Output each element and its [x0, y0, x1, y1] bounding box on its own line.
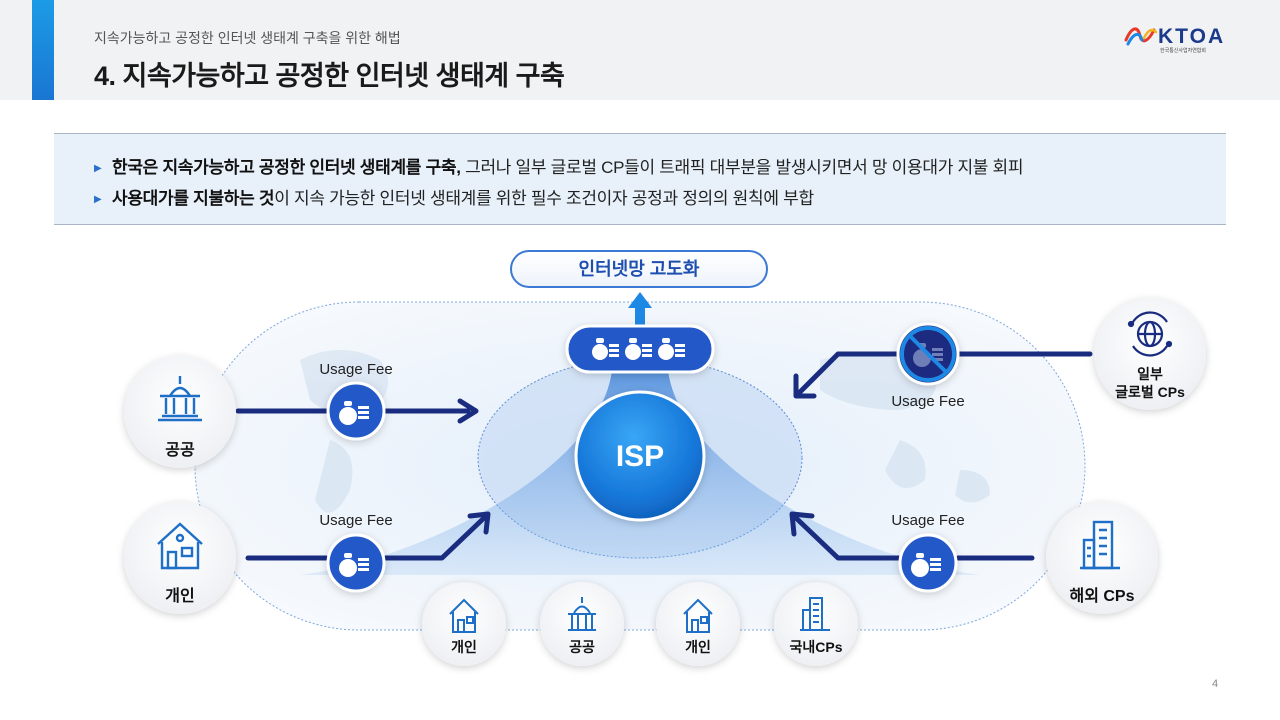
ktoa-logo-icon	[1124, 27, 1158, 46]
node-global-cps	[1094, 298, 1206, 410]
global-cps-arrow-head	[793, 373, 817, 399]
summary-bullet-2: ▶ 사용대가를 지불하는 것이 지속 가능한 인터넷 생태계를 위한 필수 조건이…	[94, 184, 814, 209]
ktoa-logo: KTOA 한국통신사업자연합회	[1124, 24, 1252, 56]
node-individual	[124, 502, 236, 614]
node-individual-label: 개인	[165, 588, 195, 605]
slide-header: 지속가능하고 공정한 인터넷 생태계 구축을 위한 해법 4. 지속가능하고 공…	[0, 0, 1280, 100]
house-icon	[683, 598, 713, 633]
fee-badge-global-blocked	[896, 322, 960, 386]
usage-fee-label-individual: Usage Fee	[319, 512, 393, 529]
bottom-node-label-1: 개인	[451, 639, 477, 655]
summary-bullet-1: ▶ 한국은 지속가능하고 공정한 인터넷 생태계를 구축, 그러나 일부 글로벌 …	[94, 153, 1024, 178]
bullet-2-bold: 사용대가를 지불하는 것	[112, 189, 275, 208]
world-map-decoration	[300, 350, 990, 513]
network-upgrade-box: 인터넷망 고도화	[510, 250, 768, 288]
isp-circle	[574, 390, 706, 522]
node-public	[124, 356, 236, 468]
summary-box: ▶ 한국은 지속가능하고 공정한 인터넷 생태계를 구축, 그러나 일부 글로벌 …	[54, 133, 1226, 225]
page-number: 4	[1212, 678, 1219, 690]
bottom-node-label-3: 개인	[685, 639, 711, 655]
fee-badge-overseas	[898, 533, 958, 593]
isp-label: ISP	[615, 440, 665, 473]
house-icon	[449, 598, 479, 633]
fee-badge-individual	[326, 533, 386, 593]
bullet-2-text: 이 지속 가능한 인터넷 생태계를 위한 필수 조건이자 공정과 정의의 원칙에…	[274, 189, 814, 208]
office-building-icon	[1080, 520, 1120, 570]
public-arrow-head	[457, 398, 479, 424]
bottom-node-label-2: 공공	[569, 639, 595, 655]
fee-badge-public	[326, 381, 386, 441]
bottom-node-label-4: 국내CPs	[789, 639, 843, 655]
bullet-1-bold: 한국은 지속가능하고 공정한 인터넷 생태계를 구축,	[112, 158, 461, 177]
header-accent-bar	[32, 0, 54, 100]
individual-arrow-head	[467, 511, 491, 535]
node-overseas-cps	[1046, 502, 1158, 614]
slide-title: 4. 지속가능하고 공정한 인터넷 생태계 구축	[94, 61, 565, 91]
node-public-label: 공공	[165, 442, 195, 459]
bottom-node-individual-1	[422, 582, 506, 666]
bullet-triangle-icon: ▶	[94, 163, 102, 174]
slide-subtitle: 지속가능하고 공정한 인터넷 생태계 구축을 위한 해법	[94, 30, 401, 46]
bottom-node-domestic-cps	[774, 582, 858, 666]
upgrade-arrow	[628, 292, 652, 328]
node-global-cps-label-1: 일부	[1137, 366, 1163, 382]
individual-flow-right	[383, 515, 487, 561]
bullet-1-text: 그러나 일부 글로벌 CP들이 트래픽 대부분을 발생시키면서 망 이용대가 지…	[460, 158, 1024, 177]
logo-subtext: 한국통신사업자연합회	[1160, 48, 1207, 54]
globe-network-icon	[1127, 311, 1173, 357]
bullet-triangle-icon: ▶	[94, 194, 102, 205]
usage-fee-label-public: Usage Fee	[319, 361, 393, 378]
logo-text: KTOA	[1158, 25, 1226, 48]
node-overseas-cps-label: 해외 CPs	[1069, 588, 1135, 605]
money-bags-icon	[592, 338, 685, 360]
bottom-node-individual-2	[656, 582, 740, 666]
overseas-flow-left	[793, 515, 903, 561]
office-building-icon	[800, 597, 830, 631]
overseas-arrow-head	[789, 511, 815, 537]
bottom-node-public	[540, 582, 624, 666]
usage-fee-label-overseas: Usage Fee	[891, 512, 965, 529]
global-cps-flow	[797, 351, 1093, 395]
node-global-cps-label-2: 글로벌 CPs	[1115, 384, 1185, 400]
government-building-icon	[568, 597, 596, 631]
usage-fee-label-global: Usage Fee	[891, 393, 965, 410]
house-icon	[157, 522, 203, 570]
government-building-icon	[158, 376, 202, 422]
